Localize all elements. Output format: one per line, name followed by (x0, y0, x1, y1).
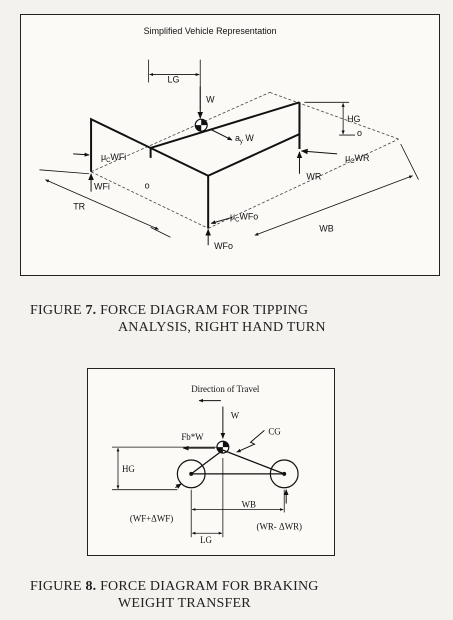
vehicle-frame (190, 449, 285, 475)
label-hg: HG (347, 114, 360, 124)
hg-dimension (304, 101, 356, 136)
label-o-top: o (357, 128, 362, 138)
label-tr: TR (73, 202, 85, 212)
front-reaction-arrow (175, 483, 182, 489)
label-lg: LG (167, 74, 179, 84)
figure-7-panel: Simplified Vehicle Representation LG W (20, 14, 440, 276)
label-hg: HG (122, 464, 135, 474)
label-cg: CG (268, 426, 281, 436)
rear-friction-arrow (300, 148, 338, 155)
outer-front-friction-arrow (210, 216, 233, 225)
label-wb: WB (319, 223, 333, 233)
figure-7-title: Simplified Vehicle Representation (144, 26, 277, 36)
vehicle-frame (90, 101, 301, 229)
label-wfi: WFi (94, 182, 110, 192)
label-uc-wr: μCWR (345, 153, 370, 165)
lateral-accel-arrow (209, 128, 233, 141)
figure-8-caption: FIGURE 8. FORCE DIAGRAM FOR BRAKING WEIG… (30, 579, 319, 611)
inner-front-friction-arrow (73, 152, 90, 157)
cg-pointer (236, 429, 265, 453)
label-wb: WB (242, 500, 256, 510)
braking-force-diagram: Direction of Travel W Fb*W CG (112, 384, 303, 545)
label-wf: (WF+ΔWF) (130, 513, 173, 523)
label-wr: (WR- ΔWR) (257, 521, 303, 531)
label-w: W (231, 410, 240, 420)
figure-8-panel: Direction of Travel W Fb*W CG (87, 368, 335, 556)
label-uc-wfi: μCWFi (101, 152, 126, 164)
tr-dimension (39, 169, 171, 238)
rear-wheel (269, 459, 299, 489)
front-wheel (176, 459, 206, 489)
direction-label: Direction of Travel (191, 384, 260, 394)
label-o-left: o (145, 181, 150, 191)
tipping-force-diagram: Simplified Vehicle Representation LG W (39, 26, 419, 251)
label-uc-wfo: μCWFo (230, 211, 258, 223)
label-ay-w: ay W (235, 133, 254, 145)
label-lg: LG (200, 535, 212, 545)
wb-dimension (254, 143, 419, 236)
figure-7-caption: FIGURE 7. FORCE DIAGRAM FOR TIPPING ANAL… (30, 303, 326, 335)
hg-dimension (112, 446, 217, 491)
wb-dimension (190, 458, 285, 538)
label-fbw: Fb*W (181, 432, 204, 442)
cg-symbol (194, 118, 208, 132)
label-wr: WR (306, 172, 321, 182)
label-wfo: WFo (214, 241, 233, 251)
label-w: W (206, 94, 215, 104)
lg-dimension (148, 59, 201, 111)
